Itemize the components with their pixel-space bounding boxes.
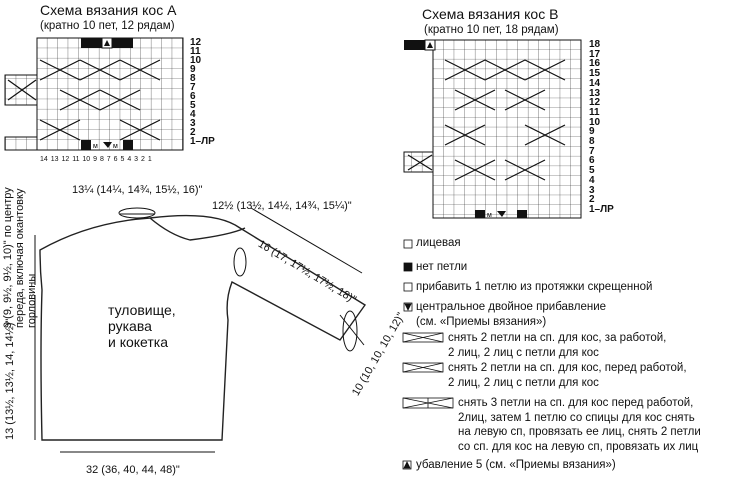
legend-no-stitch: нет петли [416, 261, 468, 273]
chart-a-subtitle: (кратно 10 пет, 12 рядам) [40, 20, 175, 32]
legend-knit: лицевая [416, 237, 461, 249]
sleeve-top-label: 12½ (13½, 14½, 14¾, 15¼)" [212, 200, 352, 212]
no-stitch-cell [81, 38, 102, 48]
neck-width-label: 13¼ (14¼, 14¾, 15½, 16)" [72, 184, 203, 196]
no-stitch-cell [112, 38, 133, 48]
chart-a-grid: м м [4, 37, 184, 151]
legend-dec: убавление 5 (см. «Приемы вязания») [416, 459, 616, 471]
side-length-label: 13 (13½, 13½, 14, 14½)" [4, 318, 16, 440]
legend-center-inc: центральное двойное прибавление(см. «При… [416, 301, 607, 328]
measure-arrows [34, 207, 365, 453]
legend-cable-back: снять 2 петли на сп. для кос, за работой… [448, 332, 667, 359]
legend-cable-front: снять 2 петли на сп. для кос, перед рабо… [448, 362, 687, 389]
chart-a-col-numbers: 14 13 12 11 10 9 8 7 6 5 4 3 2 1 [40, 156, 152, 163]
svg-text:м: м [113, 143, 118, 150]
body-label: туловище, рукава и кокетка [108, 302, 176, 350]
dec-symbol [104, 40, 110, 46]
legend-inc: прибавить 1 петлю из протяжки скрещенной [416, 281, 653, 293]
garment-schematic [39, 214, 367, 441]
neck-depth-label: 9 (9, 9½, 9½, 10)" по центру переда, вкл… [2, 187, 38, 328]
chart-a-title: Схема вязания кос А [40, 2, 177, 18]
legend-cable-3: снять 3 петли на сп. для кос перед работ… [458, 397, 701, 453]
svg-text:м: м [93, 143, 98, 150]
chart-b-subtitle: (кратно 10 пет, 18 рядам) [424, 24, 559, 36]
chart-b-title: Схема вязания кос В [422, 6, 559, 22]
bottom-width-label: 32 (36, 40, 44, 48)" [86, 464, 180, 476]
chart-b-grid: м [403, 39, 582, 219]
svg-text:м: м [487, 212, 492, 219]
legend-symbols [402, 239, 454, 470]
